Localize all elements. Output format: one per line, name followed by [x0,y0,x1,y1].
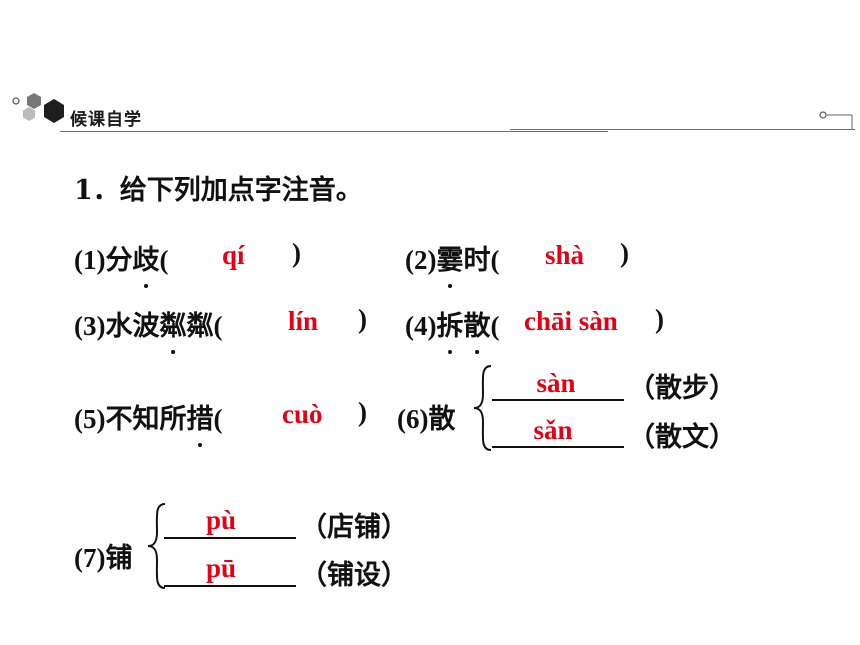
close-paren: ) [358,397,367,427]
open-paren: ( [490,245,500,275]
section-title: 候课自学 [70,110,142,130]
answer-3: lín [288,306,319,336]
header-divider-right [510,129,855,130]
item-label: (1) [74,245,106,275]
word-char: 时 [463,245,491,276]
example-7a: （店铺） [300,512,408,543]
header-end-circle-icon [819,111,853,130]
item-2: (2) 霎 时 ( [405,238,500,288]
item-label: (5) [74,404,106,434]
word-char: 所 [159,404,187,435]
dotted-char: 措 [186,397,213,447]
brace-7-icon [147,503,166,589]
open-paren: ( [490,311,500,341]
example-6a: （散步） [628,373,736,404]
word-char: 分 [105,245,133,276]
item-label: (4) [405,311,437,341]
item-label: (3) [74,311,106,341]
brace-6-icon [473,365,492,451]
item-label: (6) [397,404,429,434]
close-paren-1: ) [292,238,301,269]
dotted-char: 霎 [436,238,463,288]
close-paren: ) [292,238,301,268]
polyphone-char: 散 [428,404,456,435]
item-6: (6) 散 [397,397,455,436]
item-3: (3) 水 波 粼 粼 ( [74,304,223,354]
answer-7a: pù [205,505,237,535]
dotted-char: 歧 [132,238,159,288]
polyphone-char: 铺 [105,543,133,574]
header-divider-left [60,131,608,132]
close-paren: ) [358,304,367,334]
answer-6a: sàn [536,368,576,398]
answer-6b: sǎn [533,415,573,445]
close-paren-3: ) [358,304,367,335]
close-paren-5: ) [358,397,367,428]
blank-line-6a [492,399,624,401]
item-1: (1) 分 歧 ( [74,238,169,288]
word-char: 知 [132,404,160,435]
close-paren-2: ) [620,238,629,269]
blank-line-7b [164,585,296,587]
word-char: 水 [105,311,133,342]
word-char: 粼 [186,311,214,342]
open-paren: ( [213,404,223,434]
question-title: 1．给下列加点字注音。 [74,175,363,206]
answer-7b: pū [205,553,237,583]
item-7: (7) 铺 [74,536,132,575]
dotted-char: 粼 [159,304,186,354]
item-5: (5) 不 知 所 措 ( [74,397,223,447]
dotted-char: 拆 [436,304,463,354]
blank-line-6b [492,446,624,448]
answer-2: shà [545,240,585,270]
word-char: 不 [105,404,133,435]
blank-line-7a [164,537,296,539]
open-paren: ( [159,245,169,275]
answer-4: chāi sàn [524,306,618,336]
item-label: (7) [74,543,106,573]
dotted-char: 散 [463,304,490,354]
close-paren-4: ) [655,304,664,335]
item-4: (4) 拆 散 ( [405,304,500,354]
word-char: 波 [132,311,160,342]
close-paren: ) [620,238,629,268]
close-paren: ) [655,304,664,334]
example-6b: （散文） [628,422,736,453]
answer-5: cuò [282,399,323,429]
answer-1: qí [222,240,245,270]
example-7b: （铺设） [300,560,408,591]
header-hexagon-icon [12,93,64,123]
item-label: (2) [405,245,437,275]
open-paren: ( [213,311,223,341]
